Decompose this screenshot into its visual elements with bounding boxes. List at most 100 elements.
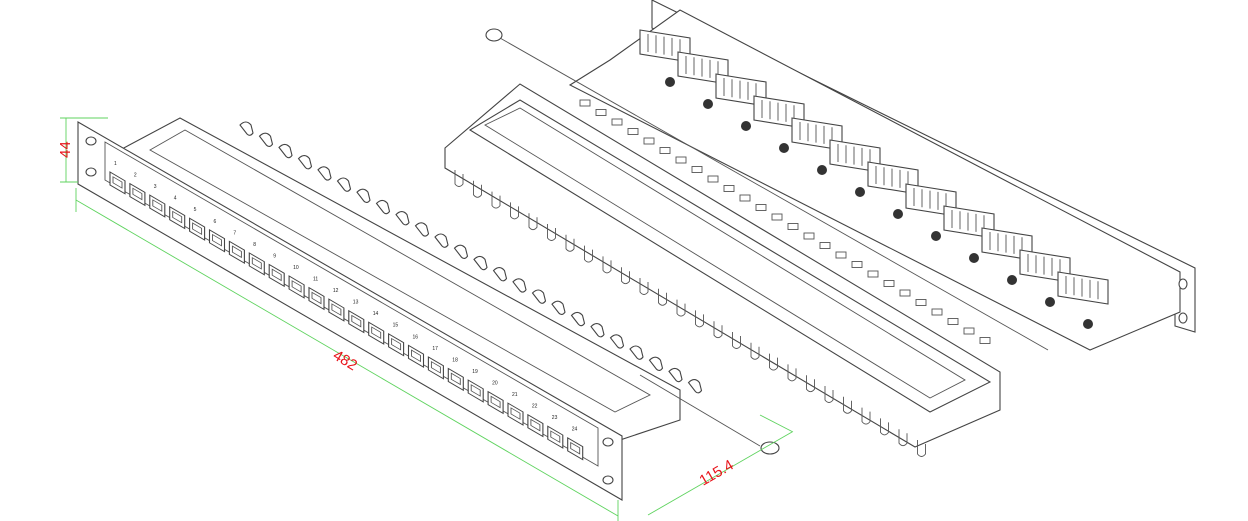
port-number-label: 19 bbox=[472, 369, 478, 375]
cable-tie-hook bbox=[395, 211, 410, 226]
screw-icon bbox=[779, 143, 789, 153]
rj45-port[interactable]: 16 bbox=[407, 334, 425, 369]
rj45-port[interactable]: 10 bbox=[288, 265, 305, 299]
port-number-label: 13 bbox=[353, 300, 359, 306]
rj45-port[interactable]: 19 bbox=[467, 369, 484, 403]
cable-tie-hook bbox=[317, 166, 332, 181]
rj45-port[interactable]: 20 bbox=[487, 380, 504, 415]
tray-window-slot bbox=[643, 137, 655, 145]
screw-icon bbox=[1083, 319, 1093, 329]
ground-wire bbox=[499, 37, 1049, 351]
tray-window-slot bbox=[851, 261, 863, 268]
tray-window-slot bbox=[675, 156, 687, 164]
rj45-port[interactable]: 9 bbox=[268, 253, 285, 288]
cable-tie-hook bbox=[258, 132, 274, 148]
tray-window-slot bbox=[771, 213, 783, 221]
rj45-port[interactable]: 18 bbox=[447, 357, 464, 392]
dimension-depth: 115.4 bbox=[647, 414, 794, 516]
tray-window-slot bbox=[691, 166, 703, 173]
mount-hole bbox=[1178, 278, 1188, 290]
tray-window-slot bbox=[627, 128, 639, 135]
screw-icon bbox=[703, 99, 713, 109]
tray-inner-face bbox=[468, 99, 992, 413]
cable-tie-hook bbox=[668, 367, 683, 383]
port-number-label: 22 bbox=[532, 404, 538, 410]
rj45-port[interactable]: 21 bbox=[507, 392, 524, 426]
rj45-port[interactable]: 17 bbox=[427, 346, 444, 380]
tray-window-slot bbox=[803, 232, 815, 240]
tray-window-slot bbox=[659, 147, 671, 154]
tray-window-slot bbox=[579, 99, 591, 107]
port-number-label: 16 bbox=[413, 334, 419, 340]
port-number-label: 10 bbox=[293, 265, 299, 271]
rj45-port[interactable]: 14 bbox=[368, 311, 385, 345]
dimension-depth-label: 115.4 bbox=[697, 457, 737, 490]
rj45-port[interactable]: 5 bbox=[189, 207, 206, 241]
keystone-module bbox=[1057, 271, 1109, 329]
rj45-port[interactable]: 1 bbox=[109, 161, 126, 195]
port-number-label: 7 bbox=[233, 230, 236, 236]
cable-tie-hook bbox=[375, 199, 391, 215]
screw-icon bbox=[741, 121, 751, 131]
cable-tie-hook bbox=[278, 143, 293, 159]
rj45-port[interactable]: 23 bbox=[547, 415, 564, 449]
cable-tie-hook bbox=[239, 121, 254, 136]
rj45-port[interactable]: 24 bbox=[567, 427, 584, 461]
mount-hole bbox=[85, 136, 97, 146]
rear-housing bbox=[118, 117, 681, 441]
port-number-label: 2 bbox=[134, 173, 137, 179]
tray-window-slot bbox=[595, 109, 607, 116]
port-number-label: 18 bbox=[452, 357, 458, 363]
rj45-port[interactable]: 2 bbox=[129, 173, 146, 207]
cable-tie-hook bbox=[492, 267, 508, 282]
screw-icon bbox=[1045, 297, 1055, 307]
ground-ring-terminal bbox=[485, 28, 503, 42]
port-number-label: 4 bbox=[174, 196, 177, 202]
tray-window bbox=[484, 107, 966, 399]
port-number-label: 11 bbox=[313, 277, 318, 283]
ground-wire bbox=[639, 374, 761, 447]
cable-tie-hook bbox=[473, 255, 488, 271]
tray-window-slot bbox=[883, 280, 895, 287]
cable-tie-hook bbox=[356, 188, 371, 204]
port-frame bbox=[104, 141, 599, 467]
rj45-port[interactable]: 4 bbox=[169, 196, 186, 230]
rj45-port[interactable]: 22 bbox=[527, 404, 544, 438]
tray-window-slot bbox=[899, 289, 911, 297]
port-number-label: 3 bbox=[154, 184, 157, 190]
cable-tie-hook bbox=[570, 311, 586, 327]
port-number-label: 21 bbox=[512, 392, 518, 398]
cable-tie-hook bbox=[453, 244, 469, 260]
rj45-port[interactable]: 11 bbox=[308, 277, 325, 311]
mount-hole bbox=[1178, 312, 1188, 324]
tray-window-slot bbox=[947, 318, 959, 325]
mount-hole bbox=[602, 475, 614, 485]
cable-tie-hook bbox=[551, 300, 566, 316]
rj45-port[interactable]: 13 bbox=[348, 300, 365, 334]
rj45-port[interactable]: 3 bbox=[149, 184, 166, 218]
screw-icon bbox=[931, 231, 941, 241]
port-number-label: 14 bbox=[373, 311, 379, 317]
rj45-port[interactable]: 12 bbox=[328, 288, 345, 322]
housing-window bbox=[149, 129, 651, 413]
port-number-label: 5 bbox=[194, 207, 197, 213]
cable-tie-hook bbox=[648, 356, 664, 372]
tray-window-slot bbox=[819, 242, 831, 249]
port-number-label: 8 bbox=[253, 242, 256, 248]
port-number-label: 20 bbox=[492, 380, 498, 386]
cable-tie-hook bbox=[609, 334, 625, 349]
tray-window-slot bbox=[835, 251, 847, 259]
tray-slots bbox=[454, 99, 991, 457]
rj45-port[interactable]: 7 bbox=[228, 230, 245, 265]
cable-tie-hook bbox=[336, 177, 352, 192]
keystone-module-row bbox=[639, 29, 1109, 329]
tray-window-slot bbox=[787, 223, 799, 230]
cable-tie-bar bbox=[239, 121, 703, 394]
rj45-port[interactable]: 15 bbox=[388, 323, 405, 357]
dimension-height-label: 44 bbox=[57, 141, 74, 158]
rj45-port[interactable]: 8 bbox=[248, 242, 265, 276]
rj45-port[interactable]: 6 bbox=[208, 219, 226, 253]
screw-icon bbox=[893, 209, 903, 219]
